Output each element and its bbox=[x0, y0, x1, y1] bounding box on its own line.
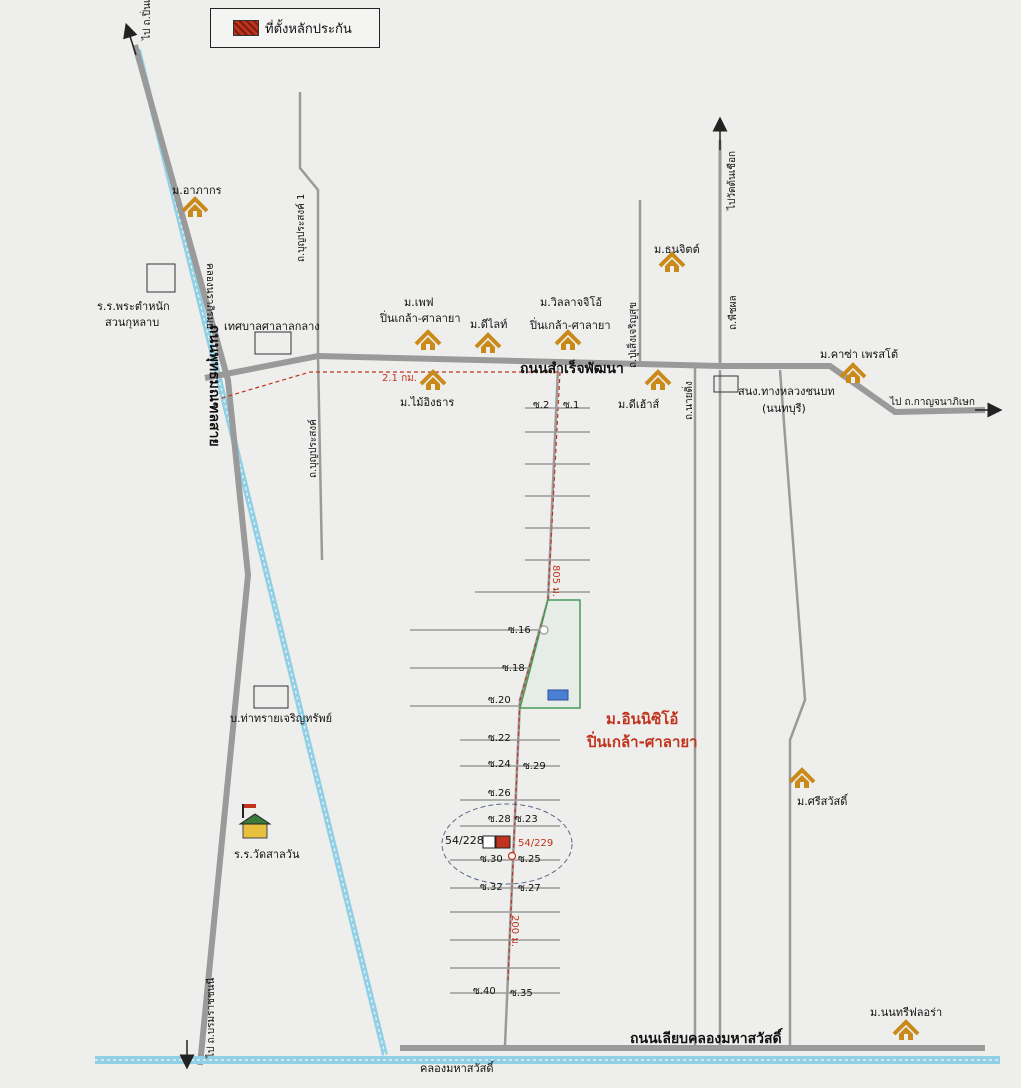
map-label: ซ.1 bbox=[563, 400, 579, 411]
map-label: เทศบาลศาลาลกลาง bbox=[224, 320, 320, 333]
village-srisawat-icon bbox=[788, 768, 816, 790]
map-label: ม.ดีไลท์ bbox=[470, 318, 507, 331]
legend: ที่ตั้งหลักประกัน bbox=[210, 8, 380, 48]
map-label: ร.ร.วัดสาลวัน bbox=[234, 848, 300, 861]
left-road-label: ถนนพุทธมณฑลสาย bbox=[206, 325, 222, 447]
map-label: 2.1 กม. bbox=[382, 373, 417, 384]
left-main-road bbox=[132, 44, 252, 1066]
map-label: (นนทบุรี) bbox=[762, 402, 806, 415]
map-label: ซ.28 bbox=[488, 814, 511, 825]
village-nontree-icon bbox=[892, 1020, 920, 1042]
direction-bottom-left: ไป ถ.บรมราชชนนี bbox=[205, 978, 217, 1059]
main-road bbox=[204, 352, 986, 416]
collateral-marker-icon bbox=[495, 835, 511, 849]
village-casa-icon bbox=[839, 363, 867, 385]
map-label: 200 ม. bbox=[509, 915, 520, 947]
map-label: ซ.26 bbox=[488, 788, 511, 799]
village-dehouse-icon bbox=[644, 370, 672, 392]
map-label: 805 ม. bbox=[550, 565, 561, 597]
direction-right: ไป ถ.กาญจนาภิเษก bbox=[889, 396, 975, 408]
map-label: ถ.บุญประสงค์ bbox=[307, 419, 319, 478]
map-label: สวนกุหลาบ bbox=[105, 316, 159, 329]
plot-right-label: 54/229 bbox=[518, 838, 553, 849]
bottom-canal-label: คลองมหาสวัสดิ์ bbox=[420, 1060, 495, 1075]
map-label: ซ.27 bbox=[518, 883, 541, 894]
map-label: ถ.บุญประสงค์ 1 bbox=[295, 194, 307, 262]
direction-top-left: ไป ถ.ปิ่นเกล้า bbox=[139, 0, 153, 41]
plot-left-label: 54/228 bbox=[445, 834, 484, 847]
map-label: ม.อาภากร bbox=[172, 184, 222, 197]
village-maiyingtan-icon bbox=[419, 370, 447, 392]
map-label: ม.ไม้อิงธาร bbox=[400, 396, 454, 409]
collateral-swatch-icon bbox=[233, 20, 259, 36]
map-label: ม.วิลลาจจิโอ้ bbox=[540, 295, 602, 309]
project-area bbox=[519, 599, 581, 709]
map-label: ปิ่นเกล้า-ศาลายา bbox=[379, 310, 461, 325]
village-thanachit-icon bbox=[658, 252, 686, 274]
map-label: ถ.นายดิ่ง bbox=[681, 381, 695, 420]
village-apakorn-icon bbox=[181, 197, 209, 219]
map-label: ม.ดีเฮ้าส์ bbox=[618, 398, 660, 411]
village-perfect-icon bbox=[414, 330, 442, 352]
project-office-marker bbox=[547, 689, 569, 701]
main-road-label: ถนนสำเร็จพัฒนา bbox=[520, 359, 624, 377]
collateral-ellipse bbox=[441, 803, 573, 885]
project-name: ม.อินนิซิโอ้ bbox=[606, 709, 678, 728]
map-label: บ.ท่าทรายเจริญทรัพย์ bbox=[230, 712, 332, 725]
map-label: ซ.23 bbox=[515, 814, 538, 825]
map-label: ซ.30 bbox=[480, 854, 503, 865]
map-label: ซ.22 bbox=[488, 733, 511, 744]
map-label: ซ.24 bbox=[488, 759, 511, 770]
map-label: สนง.ทางหลวงชนบท bbox=[738, 385, 835, 398]
map-label: ซ.18 bbox=[502, 663, 525, 674]
map-label: ม.นนทรีฟลอร่า bbox=[870, 1006, 942, 1019]
map-label: ซ.16 bbox=[508, 625, 531, 636]
project-name-2: ปิ่นเกล้า-ศาลายา bbox=[586, 731, 698, 751]
map-label: ร.ร.พระตำหนัก bbox=[97, 300, 170, 313]
village-dlight-icon bbox=[474, 333, 502, 355]
bottom-road-label: ถนนเลียบคลองมหาสวัสดิ์ bbox=[630, 1027, 783, 1047]
legend-label: ที่ตั้งหลักประกัน bbox=[265, 21, 352, 37]
map-label: ปิ่นเกล้า-ศาลายา bbox=[529, 317, 611, 332]
village-villaggio-icon bbox=[554, 330, 582, 352]
map-label: ถ.พืชผล bbox=[727, 295, 739, 330]
school-icon bbox=[238, 804, 272, 839]
map-label: ซ.40 bbox=[473, 986, 496, 997]
map-label: ซ.35 bbox=[510, 988, 533, 999]
map-label: ซ.32 bbox=[480, 882, 503, 893]
map-label: ซ.25 bbox=[518, 854, 541, 865]
left-canal-label: คลองนราภิรมย์ bbox=[204, 263, 216, 329]
map-label: ม.คาซ่า เพรสโต้ bbox=[820, 347, 898, 361]
map-label: ซ.29 bbox=[523, 761, 546, 772]
map-label: ถ.ปู่เส็งเจริญสุข bbox=[625, 302, 639, 368]
direction-top-right: ไปวัดต้นเชือก bbox=[726, 151, 738, 211]
map-label: ซ.2 bbox=[533, 400, 549, 411]
map-label: ซ.20 bbox=[488, 695, 511, 706]
map-label: ม.ศรีสวัสดิ์ bbox=[797, 793, 849, 808]
map-label: ม.ธนจิตต์ bbox=[654, 243, 700, 256]
map-label: ม.เพฟ bbox=[404, 296, 434, 309]
